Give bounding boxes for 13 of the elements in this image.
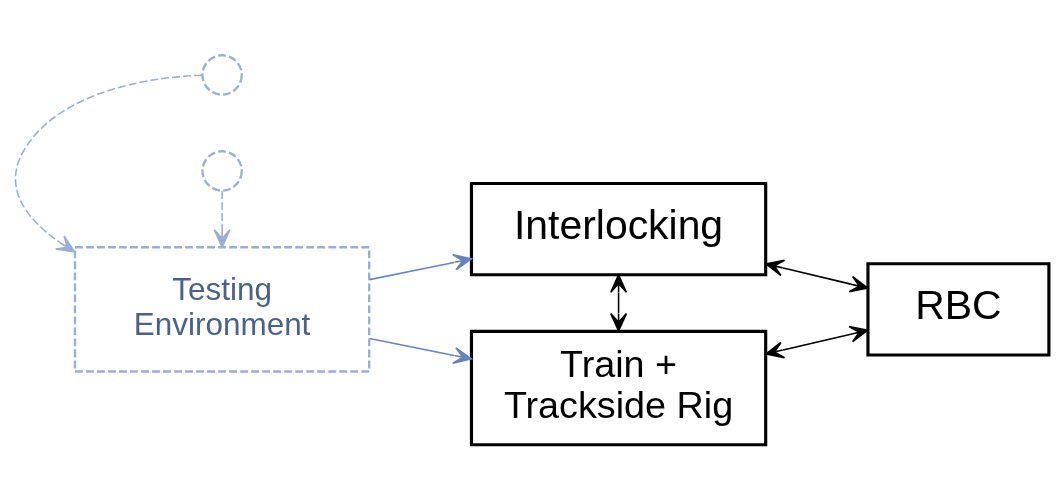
arrow	[368, 253, 473, 281]
node-circle	[201, 54, 243, 96]
arrow	[610, 274, 628, 332]
node-box: RBC	[866, 262, 1051, 357]
arrow	[765, 259, 869, 293]
arrow	[765, 325, 869, 359]
arrow	[14, 74, 203, 253]
node-box: Train + Trackside Rig	[469, 329, 768, 447]
node-circle	[201, 150, 243, 192]
arrow	[368, 337, 473, 364]
node-box: Interlocking	[469, 181, 768, 277]
node-box: Testing Environment	[73, 246, 371, 373]
arrow	[213, 190, 231, 248]
